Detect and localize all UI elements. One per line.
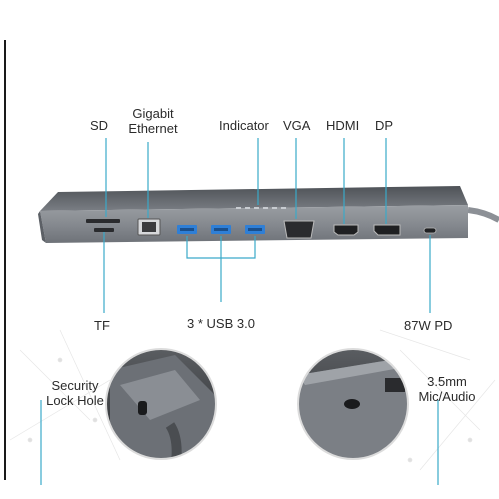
callout-lines [40, 138, 439, 485]
label-ethernet-line1: Gigabit [132, 106, 174, 121]
label-ethernet-line2: Ethernet [128, 121, 178, 136]
label-audio-line1: 3.5mm [427, 374, 467, 389]
label-security-line2: Lock Hole [46, 393, 104, 408]
usb-3-ports [177, 225, 265, 234]
label-3-5mm-mic-audio: 3.5mm Mic/Audio [408, 374, 486, 404]
sd-tf-card-slots [86, 219, 120, 232]
left-border [4, 40, 6, 480]
label-tf: TF [94, 318, 110, 333]
label-audio-line2: Mic/Audio [418, 389, 476, 404]
label-sd: SD [90, 118, 109, 133]
background-network-pattern [9, 329, 496, 471]
usb-c-cable [467, 207, 499, 223]
label-usb: 3 * USB 3.0 [187, 316, 255, 331]
label-dp: DP [375, 118, 394, 133]
label-87w-pd: 87W PD [404, 318, 453, 333]
label-security-lock-hole: Security Lock Hole [40, 378, 110, 408]
hdmi-port [333, 224, 359, 236]
ethernet-port [137, 218, 161, 236]
indicator-leds [236, 207, 286, 209]
audio-jack-detail [298, 349, 408, 459]
label-indicator: Indicator [219, 118, 269, 133]
usb-hub-body [38, 186, 468, 243]
vga-port [283, 220, 315, 239]
displayport-port [373, 224, 401, 236]
label-gigabit-ethernet: Gigabit Ethernet [126, 106, 180, 136]
label-vga: VGA [283, 118, 311, 133]
label-security-line1: Security [51, 378, 99, 393]
usb-c-pd-port [423, 227, 437, 234]
label-hdmi: HDMI [326, 118, 360, 133]
security-lock-detail [106, 349, 216, 459]
